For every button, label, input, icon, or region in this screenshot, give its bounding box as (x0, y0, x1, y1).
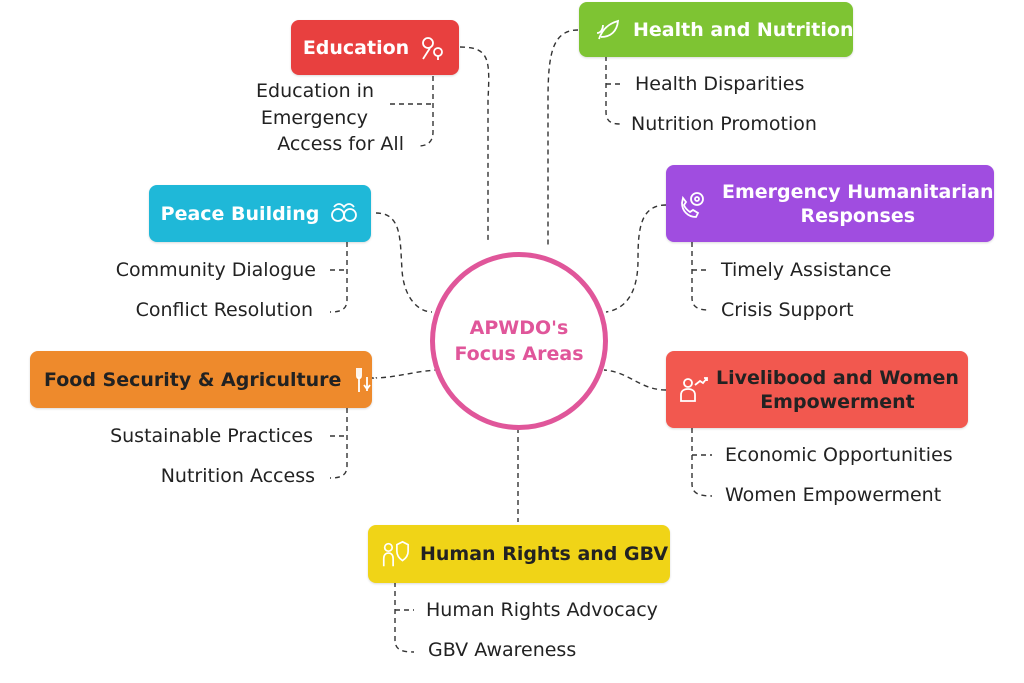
livelihood-title-1: Livelibood and Women (716, 366, 959, 389)
livelihood-item-1: Economic Opportunities (725, 444, 953, 466)
center-hub: APWDO's Focus Areas (430, 252, 608, 430)
health-item-2: Nutrition Promotion (631, 113, 817, 135)
health-title: Health and Nutrition (633, 18, 854, 41)
people-icon (329, 199, 359, 229)
food-item-2: Nutrition Access (160, 465, 315, 487)
rights-item-2: GBV Awareness (428, 639, 577, 661)
livelihood-title-2: Empowerment (760, 390, 915, 413)
peace-item-1: Community Dialogue (115, 259, 316, 281)
emergency-box: Emergency Humanitarian Responses (666, 165, 994, 242)
education-item-2: Emergency (260, 107, 368, 129)
rights-item-1: Human Rights Advocacy (426, 599, 658, 621)
cutlery-icon (353, 365, 383, 395)
person-shield-icon (380, 539, 410, 569)
health-box: Health and Nutrition (579, 2, 853, 57)
education-title: Education (302, 36, 410, 59)
food-item-1: Sustainable Practices (110, 425, 313, 447)
phone-gear-icon (678, 189, 708, 219)
emergency-title-1: Emergency Humanitarian (722, 180, 994, 203)
peace-title: Peace Building (160, 202, 320, 225)
food-title: Food Security & Agriculture (44, 368, 342, 391)
person-growth-icon (678, 375, 708, 405)
education-box: Education (291, 20, 459, 75)
plant-icon (417, 33, 447, 63)
emergency-item-2: Crisis Support (721, 299, 854, 321)
health-item-1: Health Disparities (635, 73, 805, 95)
emergency-item-1: Timely Assistance (721, 259, 892, 281)
livelihood-item-2: Women Empowerment (725, 484, 942, 506)
leaf-icon (593, 15, 623, 45)
livelihood-box: Livelibood and Women Empowerment (666, 351, 968, 428)
center-line-1: APWDO's (469, 317, 569, 339)
center-line-2: Focus Areas (454, 343, 584, 365)
rights-box: Human Rights and GBV (368, 525, 670, 583)
rights-title: Human Rights and GBV (420, 543, 669, 565)
education-item-1: Education in (256, 80, 374, 102)
peace-box: Peace Building (149, 185, 371, 242)
peace-item-2: Conflict Resolution (135, 299, 313, 321)
education-item-3: Access for All (277, 133, 404, 155)
food-box: Food Security & Agriculture (30, 351, 382, 408)
emergency-title-2: Responses (800, 204, 916, 227)
